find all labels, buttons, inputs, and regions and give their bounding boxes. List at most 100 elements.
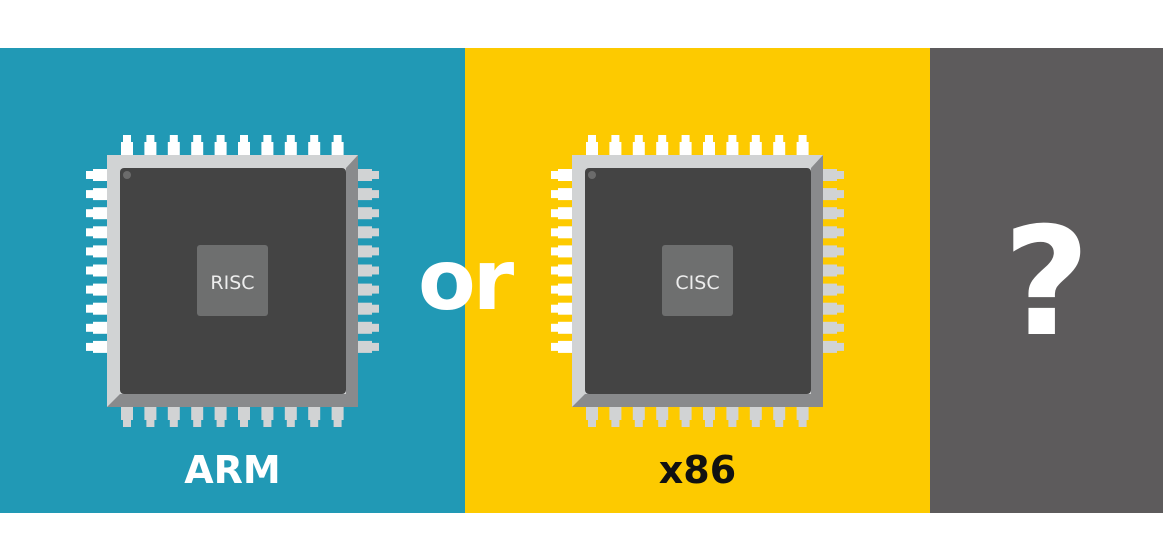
pin bbox=[586, 142, 598, 155]
pin bbox=[836, 209, 844, 218]
pin bbox=[836, 171, 844, 179]
pin bbox=[703, 142, 715, 155]
pin bbox=[726, 407, 739, 420]
pin bbox=[558, 245, 572, 258]
pin bbox=[371, 190, 379, 199]
pin bbox=[240, 135, 248, 143]
risc-chip-icon: RISC bbox=[86, 135, 379, 427]
core-label: CISC bbox=[675, 272, 719, 294]
pin bbox=[333, 419, 342, 427]
pin bbox=[823, 264, 837, 277]
pin bbox=[558, 321, 572, 334]
pin bbox=[823, 321, 837, 334]
pin bbox=[358, 264, 372, 277]
pin bbox=[823, 340, 837, 353]
x86-label: x86 bbox=[658, 448, 737, 492]
pin bbox=[679, 142, 692, 155]
pin bbox=[371, 171, 379, 179]
pin bbox=[216, 419, 225, 427]
pin bbox=[823, 283, 837, 296]
pin bbox=[214, 407, 227, 420]
pin bbox=[310, 135, 319, 143]
pin bbox=[263, 419, 272, 427]
pin bbox=[286, 135, 295, 143]
pin bbox=[703, 407, 715, 420]
pin bbox=[371, 323, 379, 332]
pin bbox=[836, 323, 844, 332]
pin bbox=[836, 285, 844, 294]
pin bbox=[836, 228, 844, 237]
pin bbox=[371, 304, 379, 313]
pin bbox=[169, 419, 178, 427]
pin bbox=[588, 135, 596, 143]
pin bbox=[773, 407, 786, 420]
pin1-marker bbox=[123, 171, 131, 179]
pin bbox=[93, 226, 107, 239]
pin bbox=[634, 419, 643, 427]
pin bbox=[705, 135, 713, 143]
pin bbox=[836, 247, 844, 256]
pin bbox=[86, 304, 94, 313]
pin bbox=[371, 266, 379, 275]
pin bbox=[308, 142, 321, 155]
pin bbox=[358, 207, 372, 220]
pin bbox=[611, 419, 620, 427]
pin bbox=[371, 247, 379, 256]
pin bbox=[331, 407, 344, 420]
pin bbox=[93, 340, 107, 353]
pin bbox=[86, 342, 94, 351]
pin bbox=[656, 142, 669, 155]
pin bbox=[358, 188, 372, 201]
pin bbox=[823, 226, 837, 239]
pin bbox=[773, 142, 786, 155]
pin bbox=[93, 283, 107, 296]
pin bbox=[193, 419, 202, 427]
pin bbox=[836, 190, 844, 199]
pin bbox=[191, 142, 204, 155]
pin bbox=[749, 142, 762, 155]
pin bbox=[551, 228, 559, 237]
pin bbox=[93, 264, 107, 277]
pin bbox=[551, 323, 559, 332]
pin bbox=[551, 266, 559, 275]
pin bbox=[121, 142, 133, 155]
pin bbox=[358, 321, 372, 334]
pin bbox=[358, 340, 372, 353]
pin bbox=[86, 209, 94, 218]
question-mark: ? bbox=[1002, 196, 1090, 370]
pin bbox=[284, 142, 297, 155]
pin bbox=[371, 209, 379, 218]
pin bbox=[796, 142, 809, 155]
core-block bbox=[197, 245, 268, 316]
pin bbox=[681, 419, 690, 427]
pin bbox=[705, 419, 713, 427]
pin bbox=[558, 169, 572, 181]
pin bbox=[193, 135, 202, 143]
pin bbox=[679, 407, 692, 420]
pin bbox=[371, 342, 379, 351]
core-block bbox=[662, 245, 733, 316]
pin bbox=[238, 142, 250, 155]
pin bbox=[121, 407, 133, 420]
pin bbox=[551, 342, 559, 351]
pin bbox=[86, 247, 94, 256]
cisc-chip-icon: CISC bbox=[551, 135, 844, 427]
pin bbox=[93, 188, 107, 201]
arm-panel: RISC ARM bbox=[0, 48, 465, 513]
pin bbox=[632, 407, 645, 420]
pin bbox=[558, 264, 572, 277]
pin bbox=[86, 285, 94, 294]
pin bbox=[93, 169, 107, 181]
pin bbox=[93, 207, 107, 220]
pin bbox=[144, 407, 157, 420]
pin bbox=[611, 135, 620, 143]
pin bbox=[796, 407, 809, 420]
pin bbox=[836, 266, 844, 275]
pin bbox=[86, 190, 94, 199]
pin bbox=[632, 142, 645, 155]
pin bbox=[86, 171, 94, 179]
pin bbox=[588, 419, 596, 427]
pin bbox=[609, 407, 622, 420]
pin bbox=[310, 419, 319, 427]
pin bbox=[775, 419, 784, 427]
